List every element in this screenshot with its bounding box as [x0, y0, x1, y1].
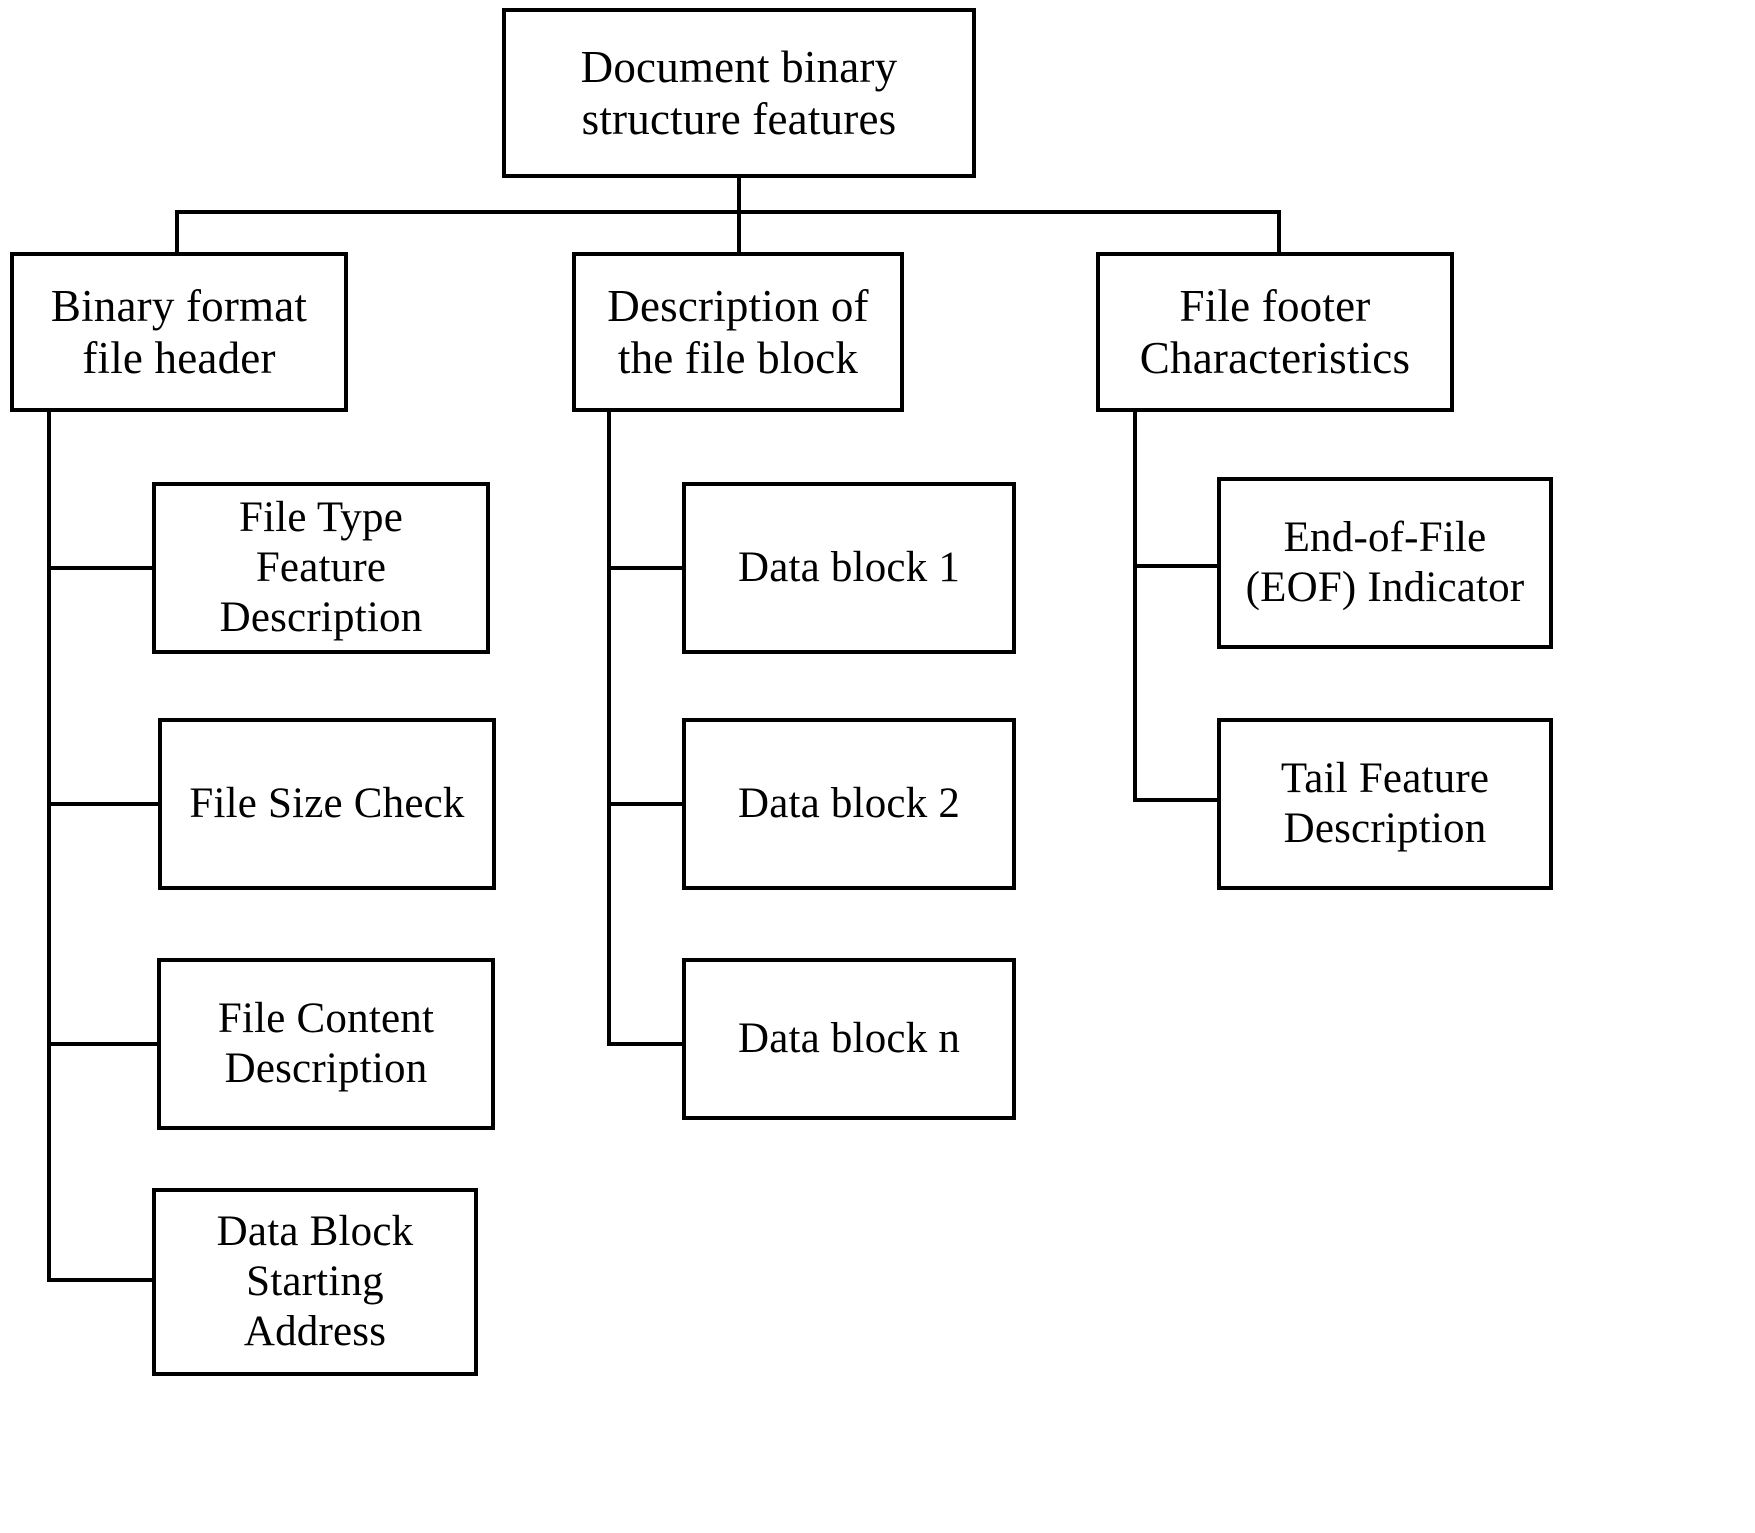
- node-data-block-n: Data block n: [682, 958, 1016, 1120]
- connector-branch-data-block-2: [607, 802, 685, 806]
- connector-root-stem: [737, 178, 741, 212]
- connector-branch-tail-feature-description: [1133, 798, 1220, 802]
- node-label: Data block 2: [737, 780, 961, 828]
- node-label: File Type Feature Description: [219, 494, 423, 641]
- connector-branch-data-block-1: [607, 566, 685, 570]
- node-label: Data Block Starting Address: [216, 1208, 414, 1355]
- node-label: Data block n: [737, 1015, 961, 1063]
- connector-branch-file-type-feature-description: [47, 566, 155, 570]
- connector-drop-description-of-the-file-block: [737, 210, 741, 254]
- connector-spine-column-c: [1133, 410, 1137, 802]
- node-end-of-file-eof-indicator: End-of-File (EOF) Indicator: [1217, 477, 1553, 649]
- node-file-type-feature-description: File Type Feature Description: [152, 482, 490, 654]
- node-label: Data block 1: [737, 544, 961, 592]
- connector-branch-file-size-check: [47, 802, 161, 806]
- node-description-of-the-file-block: Description of the file block: [572, 252, 904, 412]
- connector-drop-binary-format-file-header: [175, 210, 179, 254]
- node-binary-format-file-header: Binary format file header: [10, 252, 348, 412]
- connector-branch-file-content-description: [47, 1042, 160, 1046]
- node-label: Document binary structure features: [580, 41, 898, 144]
- node-file-size-check: File Size Check: [158, 718, 496, 890]
- node-label: File Content Description: [217, 995, 435, 1092]
- connector-drop-file-footer-characteristics: [1277, 210, 1281, 254]
- node-data-block-1: Data block 1: [682, 482, 1016, 654]
- connector-spine-column-a: [47, 410, 51, 1282]
- node-file-content-description: File Content Description: [157, 958, 495, 1130]
- connector-root-bus: [175, 210, 1281, 214]
- node-data-block-2: Data block 2: [682, 718, 1016, 890]
- connector-spine-column-b: [607, 410, 611, 1046]
- node-data-block-starting-address: Data Block Starting Address: [152, 1188, 478, 1376]
- node-label: Tail Feature Description: [1280, 755, 1490, 852]
- node-label: File Size Check: [189, 780, 465, 828]
- connector-branch-end-of-file-indicator: [1133, 564, 1220, 568]
- node-label: File footer Characteristics: [1139, 280, 1411, 383]
- node-label: Description of the file block: [607, 280, 869, 383]
- node-file-footer-characteristics: File footer Characteristics: [1096, 252, 1454, 412]
- connector-branch-data-block-starting-address: [47, 1278, 155, 1282]
- node-label: Binary format file header: [50, 280, 308, 383]
- node-label: End-of-File (EOF) Indicator: [1245, 514, 1525, 611]
- node-root-document-binary-structure-features: Document binary structure features: [502, 8, 976, 178]
- node-tail-feature-description: Tail Feature Description: [1217, 718, 1553, 890]
- connector-branch-data-block-n: [607, 1042, 685, 1046]
